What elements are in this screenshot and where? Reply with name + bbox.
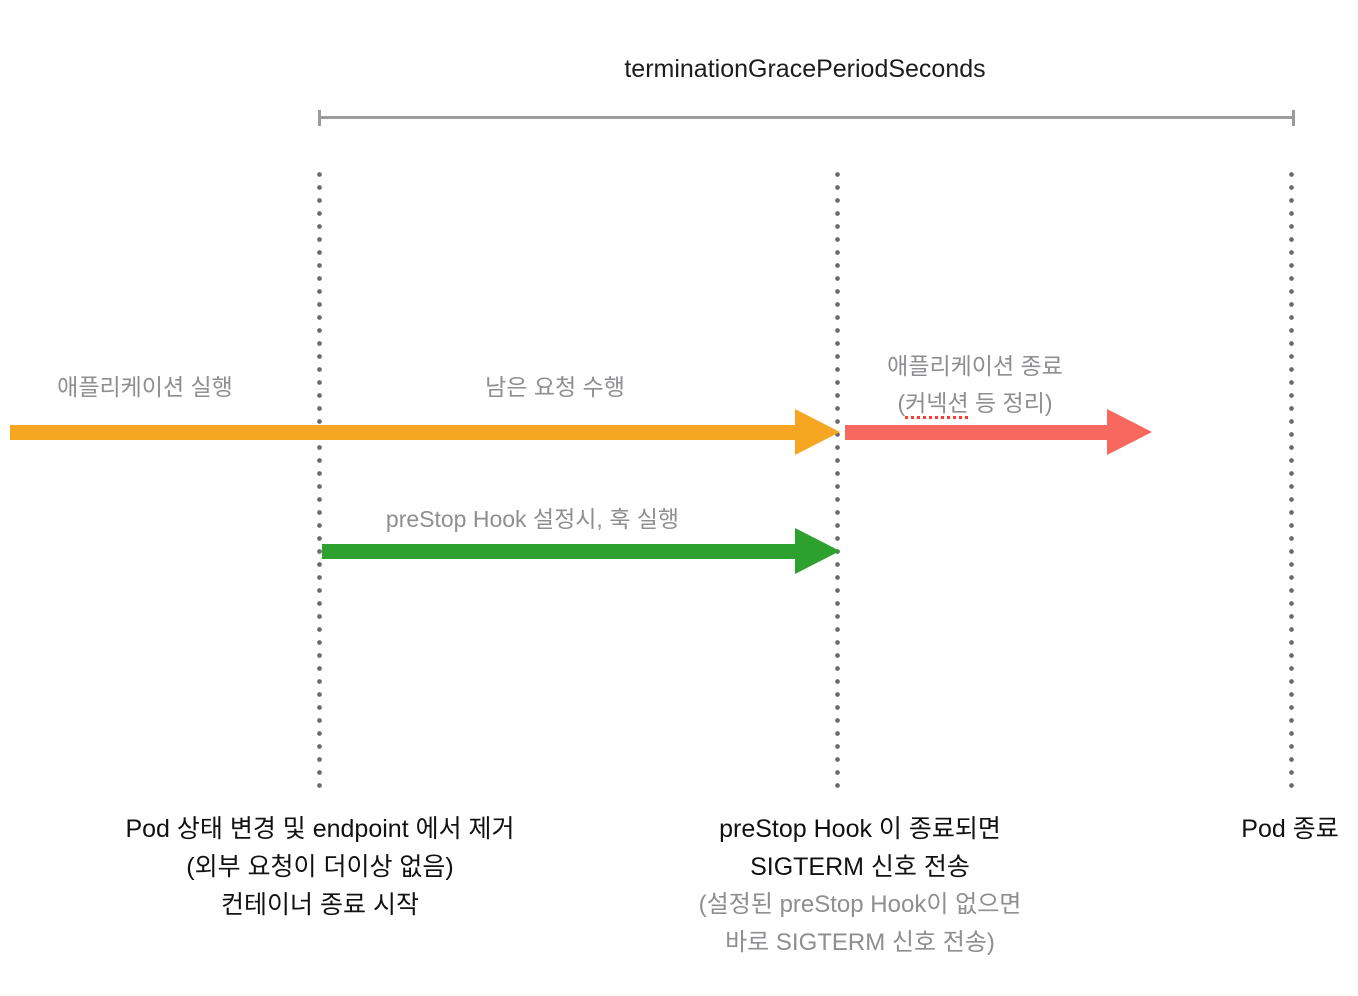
arrow-shaft bbox=[845, 424, 1107, 440]
arrow-head-icon bbox=[795, 528, 840, 574]
milestone-line-sigterm bbox=[835, 168, 840, 788]
label-application-shutdown-line1: 애플리케이션 종료 bbox=[887, 353, 1063, 379]
arrow-application-shutdown bbox=[845, 409, 1152, 455]
milestone-line-endpoint-removed bbox=[317, 168, 322, 788]
label-application-shutdown-underlined: 커넥션 bbox=[905, 390, 969, 416]
caption-line: Pod 상태 변경 및 endpoint 에서 제거 bbox=[125, 815, 515, 843]
arrow-head-icon bbox=[1107, 409, 1152, 455]
caption-endpoint-removed: Pod 상태 변경 및 endpoint 에서 제거 (외부 요청이 더이상 없… bbox=[40, 810, 600, 924]
label-application-shutdown: 애플리케이션 종료 (커넥션 등 정리) bbox=[830, 348, 1120, 422]
caption-line: preStop Hook 이 종료되면 bbox=[719, 815, 1001, 843]
milestone-line-pod-terminated bbox=[1289, 168, 1294, 788]
arrow-shaft bbox=[322, 543, 795, 559]
arrow-prestop-hook bbox=[322, 528, 840, 574]
caption-line: 컨테이너 종료 시작 bbox=[221, 891, 419, 919]
caption-line-gray: (설정된 preStop Hook이 없으면 bbox=[698, 891, 1022, 918]
label-remaining-requests: 남은 요청 수행 bbox=[485, 374, 625, 400]
caption-line: SIGTERM 신호 전송 bbox=[750, 853, 970, 881]
caption-line: Pod 종료 bbox=[1241, 815, 1339, 843]
arrow-application-running bbox=[10, 409, 840, 455]
arrow-shaft bbox=[10, 424, 795, 440]
diagram-title: terminationGracePeriodSeconds bbox=[624, 55, 986, 83]
caption-pod-terminated: Pod 종료 bbox=[1180, 810, 1358, 848]
label-application-shutdown-line2-open: ( bbox=[897, 390, 906, 416]
label-prestop-hook: preStop Hook 설정시, 훅 실행 bbox=[385, 506, 680, 532]
label-application-shutdown-line2-rest: 등 정리) bbox=[968, 390, 1053, 416]
caption-line-gray: 바로 SIGTERM 신호 전송) bbox=[725, 929, 995, 956]
arrow-head-icon bbox=[795, 409, 840, 455]
caption-line: (외부 요청이 더이상 없음) bbox=[186, 853, 454, 881]
label-application-running: 애플리케이션 실행 bbox=[57, 374, 233, 400]
caption-sigterm: preStop Hook 이 종료되면 SIGTERM 신호 전송 (설정된 p… bbox=[610, 810, 1110, 962]
grace-period-span-bracket bbox=[318, 110, 1295, 126]
